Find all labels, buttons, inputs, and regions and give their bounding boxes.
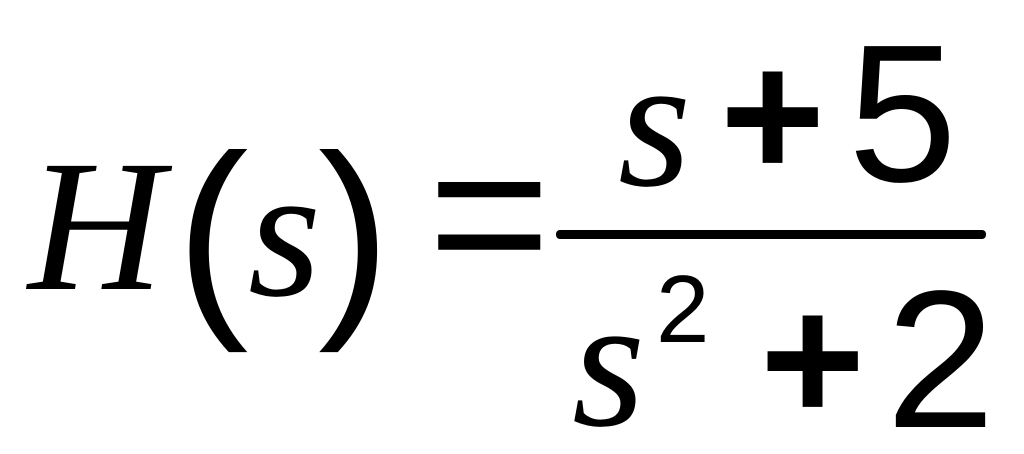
numerator-plus-sign: + <box>720 15 826 216</box>
denominator-variable-s: s <box>572 257 646 454</box>
argument-variable-s: s <box>248 127 322 336</box>
numerator-constant: 5 <box>848 4 958 223</box>
denominator-plus-sign: + <box>760 259 866 454</box>
close-parenthesis: ) <box>318 111 391 354</box>
equals-sign: = <box>428 95 551 330</box>
open-parenthesis: ( <box>176 111 249 354</box>
denominator-exponent: 2 <box>656 256 710 363</box>
denominator-constant: 2 <box>886 250 996 454</box>
function-symbol-H: H <box>28 121 164 330</box>
numerator-variable-s: s <box>618 17 692 226</box>
fraction-bar <box>556 230 986 239</box>
